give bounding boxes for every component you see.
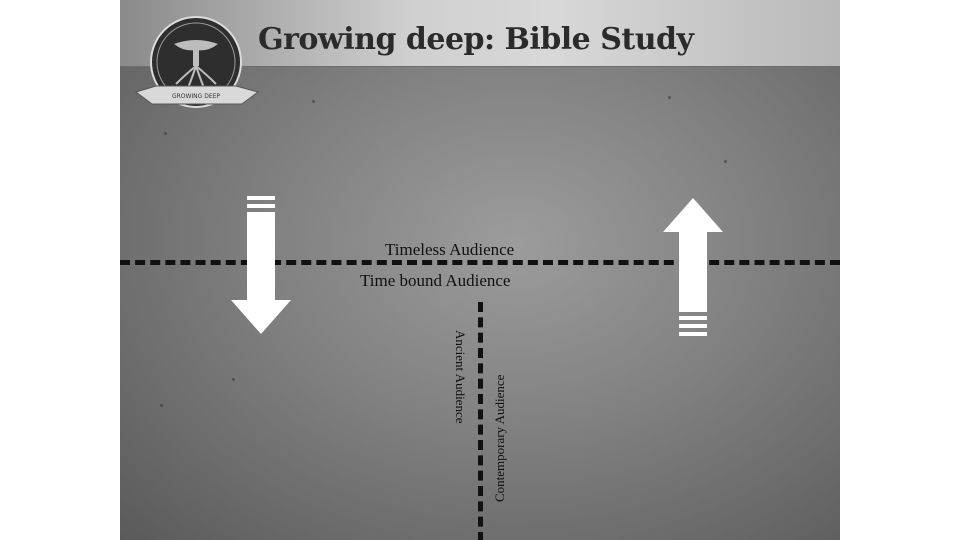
timeless-audience-label: Timeless Audience (385, 240, 515, 259)
speck (668, 96, 671, 99)
down-arrow-icon (231, 196, 291, 334)
time-bound-audience-label: Time bound Audience (360, 271, 511, 290)
ancient-audience-label: Ancient Audience (453, 330, 468, 424)
slide: Growing deep: Bible Study GROWING DEEP T… (120, 0, 840, 540)
vertical-divider (478, 302, 483, 540)
speck (164, 132, 167, 135)
logo-text: GROWING DEEP (172, 93, 220, 100)
growing-deep-logo: GROWING DEEP (134, 16, 260, 108)
speck (232, 378, 235, 381)
horizontal-divider (120, 260, 840, 265)
contemporary-audience-label: Contemporary Audience (492, 374, 507, 502)
up-arrow-icon (663, 198, 723, 336)
speck (160, 404, 163, 407)
page-title: Growing deep: Bible Study (258, 22, 694, 57)
speck (312, 100, 315, 103)
speck (724, 160, 727, 163)
